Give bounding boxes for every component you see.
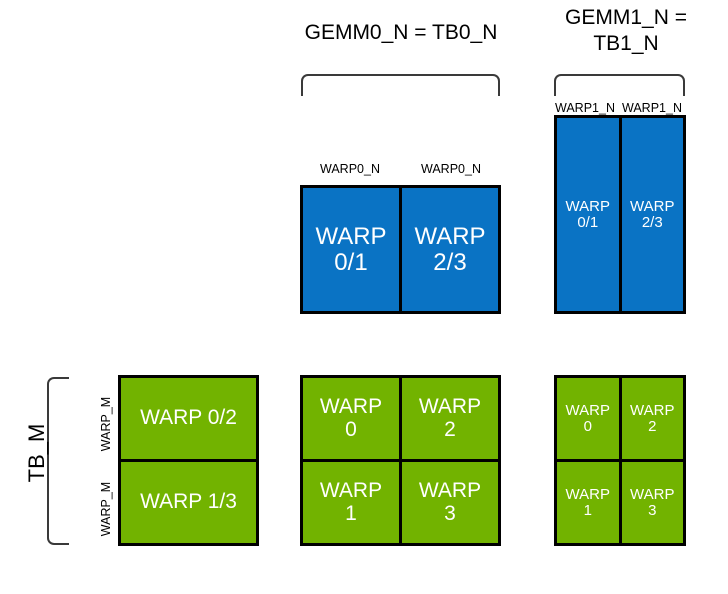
blue-left-col1-label: WARP0_N bbox=[421, 162, 481, 176]
green-mid-cell-warp-3[interactable]: WARP 3 bbox=[402, 462, 498, 543]
gemm1-span-bracket bbox=[554, 74, 685, 96]
blue-right-cell-warp-0-1[interactable]: WARP 0/1 bbox=[557, 118, 619, 311]
green-right-cell-warp-0[interactable]: WARP 0 bbox=[557, 378, 619, 459]
tbm-span-bracket bbox=[47, 377, 69, 545]
green-left-cell-warp-0-2[interactable]: WARP 0/2 bbox=[121, 378, 256, 459]
green-mid-warp-grid: WARP 0 WARP 2 WARP 1 WARP 3 bbox=[300, 375, 501, 546]
blue-left-cell-warp-2-3[interactable]: WARP 2/3 bbox=[402, 188, 498, 311]
blue-right-cell-warp-2-3[interactable]: WARP 2/3 bbox=[621, 118, 683, 311]
green-mid-cell-warp-0[interactable]: WARP 0 bbox=[303, 378, 399, 459]
green-mid-cell-warp-1[interactable]: WARP 1 bbox=[303, 462, 399, 543]
green-left-row1-label: WARP_M bbox=[99, 481, 113, 537]
blue-left-cell-warp-0-1[interactable]: WARP 0/1 bbox=[303, 188, 399, 311]
green-mid-cell-warp-2[interactable]: WARP 2 bbox=[402, 378, 498, 459]
green-right-cell-warp-1[interactable]: WARP 1 bbox=[557, 462, 619, 543]
tbm-label: TB_M bbox=[24, 423, 49, 483]
blue-right-col1-label: WARP1_N bbox=[622, 101, 682, 115]
blue-left-col0-label: WARP0_N bbox=[320, 162, 380, 176]
green-right-cell-warp-3[interactable]: WARP 3 bbox=[621, 462, 683, 543]
gemm0-group-title: GEMM0_N = TB0_N bbox=[304, 21, 498, 44]
blue-right-col0-label: WARP1_N bbox=[555, 101, 615, 115]
green-right-warp-grid: WARP 0 WARP 2 WARP 1 WARP 3 bbox=[554, 375, 686, 546]
green-right-cell-warp-2[interactable]: WARP 2 bbox=[621, 378, 683, 459]
green-left-warp-grid: WARP 0/2 WARP 1/3 bbox=[118, 375, 259, 546]
green-left-cell-warp-1-3[interactable]: WARP 1/3 bbox=[121, 462, 256, 543]
blue-right-warp-grid: WARP 0/1 WARP 2/3 bbox=[554, 115, 686, 314]
gemm0-span-bracket bbox=[301, 74, 500, 96]
gemm1-group-title: GEMM1_N = TB1_N bbox=[565, 6, 687, 55]
blue-left-warp-grid: WARP 0/1 WARP 2/3 bbox=[300, 185, 501, 314]
